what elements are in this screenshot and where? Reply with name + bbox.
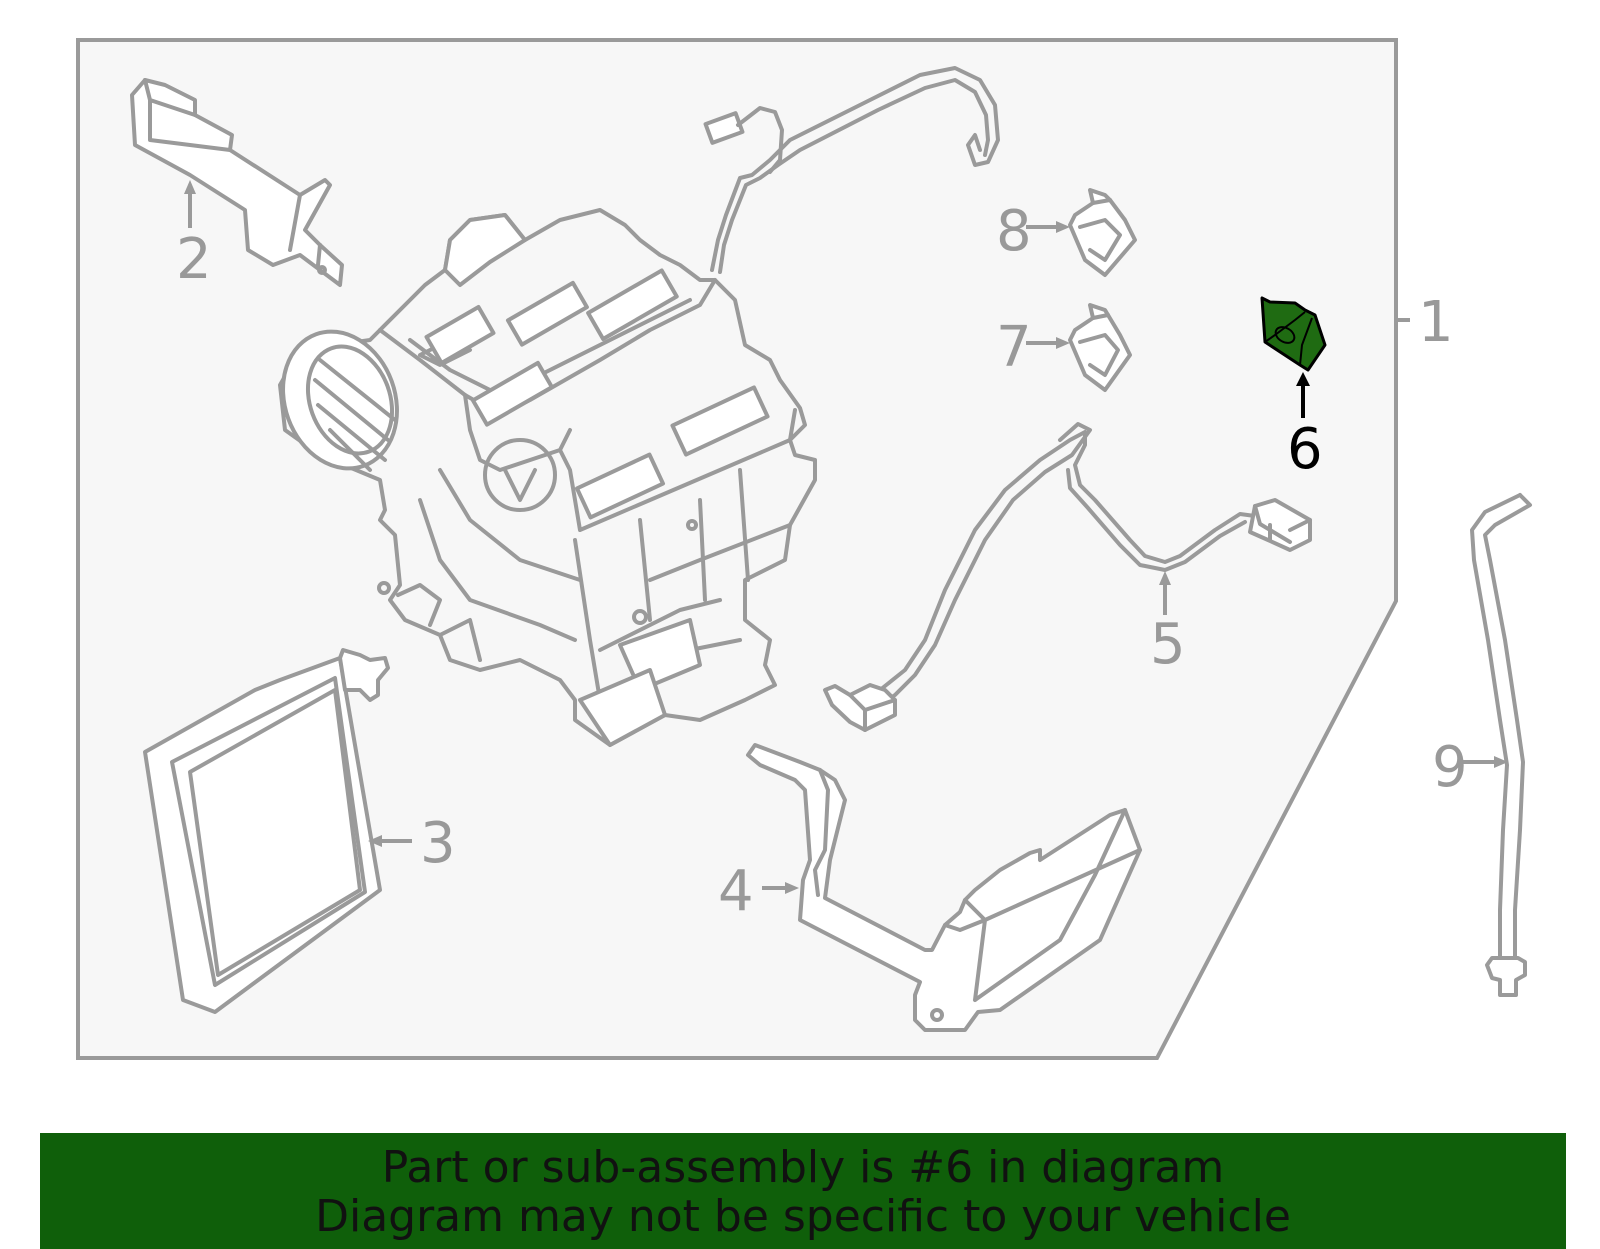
part-1-hvac-case[interactable]	[264, 208, 817, 747]
callout-1: 1	[1418, 290, 1454, 355]
arrow-9	[1494, 756, 1508, 768]
wire-harness-top	[703, 66, 1000, 274]
arrow-4	[785, 882, 799, 894]
callout-6: 6	[1287, 417, 1323, 482]
arrow-2	[184, 180, 196, 194]
part-3-evaporator[interactable]	[143, 648, 390, 1014]
banner-line-1: Part or sub-assembly is #6 in diagram	[381, 1142, 1225, 1193]
info-banner: Part or sub-assembly is #6 in diagram Di…	[40, 1133, 1566, 1249]
arrow-5	[1159, 571, 1171, 585]
callout-8: 8	[996, 199, 1032, 264]
part-7-actuator[interactable]	[1068, 303, 1132, 392]
part-9-drain-hose[interactable]	[1470, 493, 1532, 997]
part-4-heater-core[interactable]	[746, 743, 1142, 1032]
arrow-8	[1056, 221, 1070, 233]
part-8-actuator[interactable]	[1068, 188, 1137, 277]
arrow-7	[1056, 337, 1070, 349]
part-6-actuator-highlighted[interactable]	[1260, 296, 1327, 372]
callout-4: 4	[718, 859, 754, 924]
arrow-6	[1296, 372, 1310, 386]
arrow-3	[368, 835, 382, 847]
callout-3: 3	[420, 811, 456, 876]
banner-line-2: Diagram may not be specific to your vehi…	[315, 1191, 1291, 1242]
callout-5: 5	[1150, 612, 1186, 677]
callout-7: 7	[996, 315, 1032, 380]
part-2-bracket[interactable]	[130, 78, 344, 287]
part-6-knob	[1274, 326, 1296, 344]
callout-2: 2	[176, 227, 212, 292]
callout-9: 9	[1432, 735, 1468, 800]
part-5-harness[interactable]	[823, 422, 1312, 732]
